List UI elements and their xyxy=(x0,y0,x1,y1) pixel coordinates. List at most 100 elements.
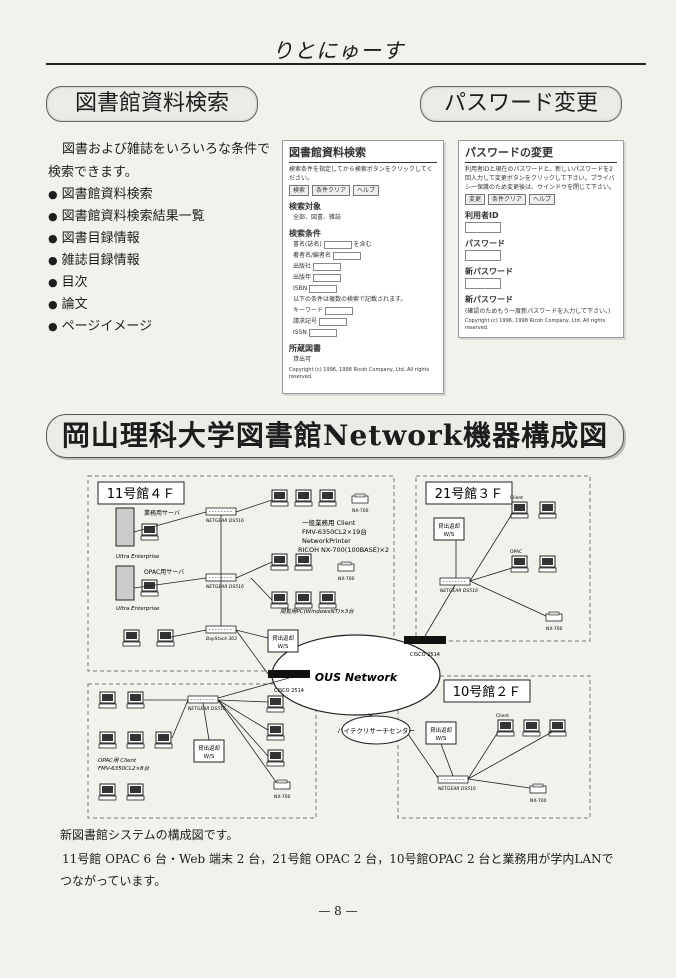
header-rule xyxy=(46,63,646,65)
hub-11-b-label: NETGEAR DS516 xyxy=(206,584,244,590)
router-left-label: CISCO 2514 xyxy=(274,688,304,694)
network-printer-21 xyxy=(545,611,563,622)
hub-21-label: NETGEAR DS516 xyxy=(440,588,478,594)
confirm-password-label: 新パスワード xyxy=(465,295,513,304)
holding-option[interactable]: 貸出可 xyxy=(293,356,312,363)
condition-input[interactable] xyxy=(324,306,353,315)
search-target-options[interactable]: 全部、図書、雑誌 xyxy=(293,214,342,221)
condition-input[interactable] xyxy=(308,328,337,337)
password-label: パスワード xyxy=(465,239,505,248)
condition-label: 請求記号 xyxy=(293,318,318,325)
password-instructions: 利用者IDと現在のパスワードと、新しいパスワードを2回入力して変更ボタンをクリッ… xyxy=(465,166,616,191)
opac-client-pc xyxy=(154,731,173,749)
page-number: — 8 — xyxy=(318,904,358,918)
hub-11-lower xyxy=(187,695,219,704)
opac-21-label: OPAC xyxy=(510,549,522,555)
condition-suffix: を含む xyxy=(353,241,372,248)
hitec-node xyxy=(341,715,411,745)
new-password-input[interactable] xyxy=(465,278,501,289)
password-copyright: Copyright (c) 1996, 1998 Ricoh Company, … xyxy=(465,318,606,331)
client-pc xyxy=(270,489,289,507)
lending-ws-10-label: 貸出返却 xyxy=(430,726,453,734)
building-21-label: 21号館３Ｆ xyxy=(435,487,504,502)
search-screen-intro: 検索条件を指定してから検索ボタンをクリックしてください。 xyxy=(289,166,433,182)
condition-input[interactable] xyxy=(309,284,338,293)
hub-11-a-label: NETGEAR DS516 xyxy=(206,518,244,524)
condition-row: 書名(誌名) を含む xyxy=(293,240,433,250)
printer-label: NX-700 xyxy=(352,508,369,514)
switch-11 xyxy=(205,625,237,634)
server1-model: Ultra Enterprise xyxy=(116,554,160,560)
password-screen-title: パスワードの変更 xyxy=(465,144,617,163)
condition-input[interactable] xyxy=(332,251,361,260)
clear-button[interactable]: 条件クリア xyxy=(488,194,527,205)
lending-ws-sub: W/S xyxy=(278,644,289,650)
search-conditions-heading: 検索条件 xyxy=(289,229,321,238)
client-pc xyxy=(294,553,313,571)
opac-pc-21 xyxy=(538,555,557,573)
lending-ws xyxy=(267,629,299,653)
help-button[interactable]: ヘルプ xyxy=(353,185,380,196)
feature-list: 図書館資料検索 図書館資料検索結果一覧 図書目録情報 雑誌目録情報 目次 論文 … xyxy=(48,184,273,338)
network-printer-10 xyxy=(529,783,547,794)
password-section-heading: パスワード変更 xyxy=(420,86,622,122)
feature-item: 図書目録情報 xyxy=(48,228,273,250)
client-pc-21 xyxy=(510,501,529,519)
change-button[interactable]: 変更 xyxy=(465,194,486,205)
client-note-4: RICOH NX-700(100BASE)×2 xyxy=(298,546,389,554)
condition-row: 出版年 xyxy=(293,273,433,283)
lending-ws-21-label: 貸出返却 xyxy=(438,522,461,530)
client-pc xyxy=(294,489,313,507)
building-10-label: 10号館２Ｆ xyxy=(453,685,522,700)
feature-item: 雑誌目録情報 xyxy=(48,250,273,272)
condition-row: ISBN xyxy=(293,284,433,294)
admin-pc xyxy=(156,629,175,647)
condition-input[interactable] xyxy=(323,240,352,249)
password-buttons: 変更条件クリアヘルプ xyxy=(465,194,617,205)
lending-ws-21 xyxy=(433,517,465,541)
condition-label: 著者名/編者名 xyxy=(293,252,332,259)
condition-input[interactable] xyxy=(318,317,347,326)
network-printer-lower xyxy=(273,779,291,790)
password-input[interactable] xyxy=(465,250,501,261)
building-11-label: 11号館４Ｆ xyxy=(107,487,176,502)
help-button[interactable]: ヘルプ xyxy=(529,194,556,205)
user-id-input[interactable] xyxy=(465,222,501,233)
clear-button[interactable]: 条件クリア xyxy=(312,185,351,196)
search-button[interactable]: 検索 xyxy=(289,185,310,196)
network-printer xyxy=(337,561,355,572)
network-banner: 岡山理科大学図書館Network機器構成図 xyxy=(46,414,624,458)
password-screen-shot: パスワードの変更 利用者IDと現在のパスワードと、新しいパスワードを2回入力して… xyxy=(458,140,624,338)
lending-ws-label: 貸出返却 xyxy=(272,634,295,642)
user-id-label: 利用者ID xyxy=(465,211,499,220)
printer-10-label: NX-700 xyxy=(530,798,547,804)
condition-label: キーワード xyxy=(293,307,324,314)
feature-item: 図書館資料検索 xyxy=(48,184,273,206)
hub-10-label: NETGEAR DS516 xyxy=(438,786,476,792)
condition-input[interactable] xyxy=(312,273,341,282)
wiring-11-lower xyxy=(144,677,290,783)
client-10-label: Client xyxy=(496,713,509,719)
client-21-label: Client xyxy=(510,495,523,501)
hitec-label: ハイテクリサーチセンター xyxy=(337,726,415,735)
client-pc-lower xyxy=(266,723,285,741)
feature-item: 目次 xyxy=(48,272,273,294)
hub-21 xyxy=(439,577,471,586)
opac-client-pc xyxy=(98,731,117,749)
opac-client-pc xyxy=(126,731,145,749)
lending-ws-lower-label: 貸出返却 xyxy=(198,744,221,752)
condition-row: キーワード xyxy=(293,306,433,316)
condition-row: 出版社 xyxy=(293,262,433,272)
search-screen-shot: 図書館資料検索 検索条件を指定してから検索ボタンをクリックしてください。 検索条… xyxy=(282,140,444,394)
opac-pc-note: 閲覧用PC(WindowsNT)×3台 xyxy=(280,608,354,615)
router-right-label: CISCO 2514 xyxy=(410,652,440,658)
feature-item: 論文 xyxy=(48,294,273,316)
opac-client-pc xyxy=(126,783,145,801)
building-21-box xyxy=(415,475,591,642)
search-intro: 図書および雑誌をいろいろな条件で検索できます。 図書館資料検索 図書館資料検索結… xyxy=(48,138,273,338)
client-note-1: 一般業務用 Client xyxy=(302,518,356,527)
building-11-box xyxy=(87,475,395,672)
search-screen-buttons: 検索条件クリアヘルプ xyxy=(289,185,437,196)
server1-label: 業務用サーバ xyxy=(144,509,180,517)
condition-input[interactable] xyxy=(312,262,341,271)
